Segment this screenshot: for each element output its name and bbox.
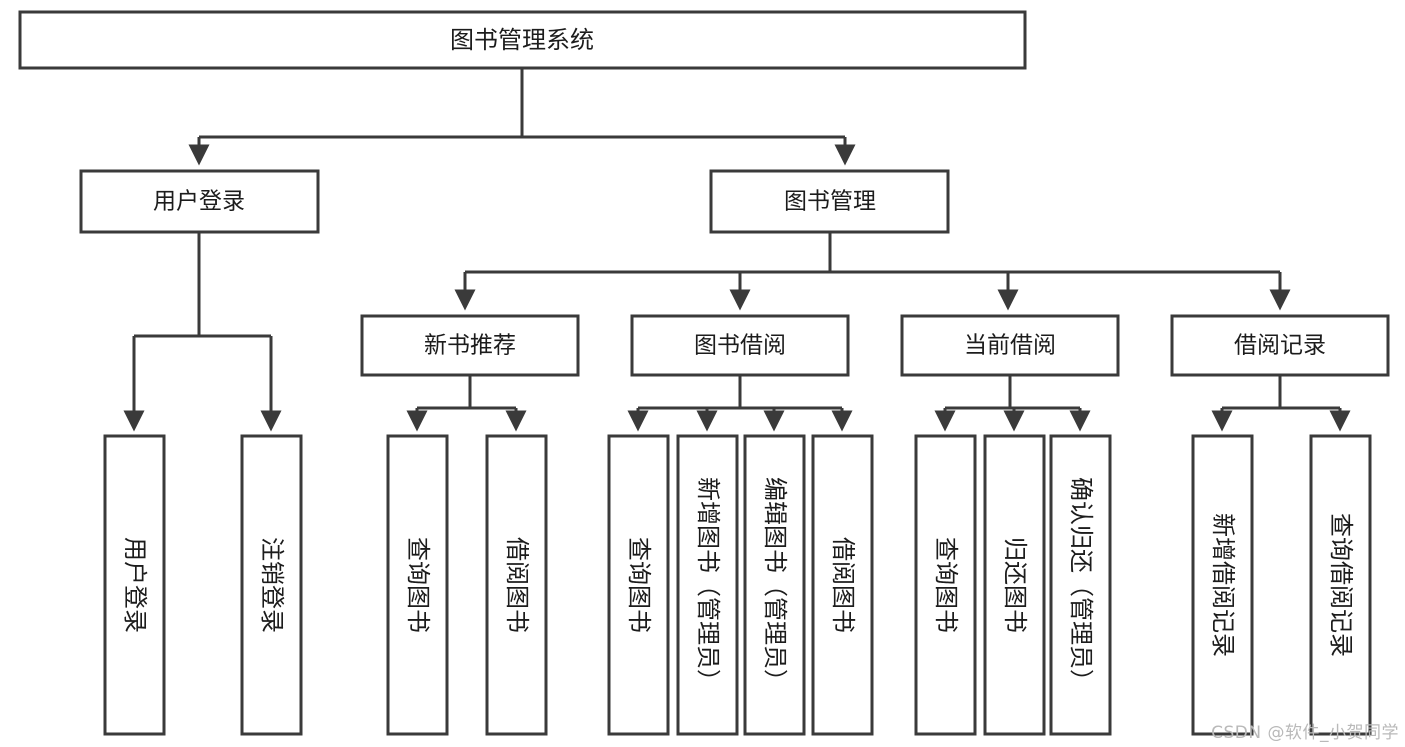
leaf-new-book-recommend-0-label: 查询图书: [404, 537, 432, 633]
node-book-borrow[interactable]: 图书借阅: [630, 314, 850, 377]
leaf-borrow-record-0[interactable]: 新增借阅记录: [1191, 434, 1254, 736]
leaf-current-borrow-2[interactable]: 确认归还（管理员）: [1049, 434, 1112, 736]
edges-user-login-to-leaves: [123, 232, 282, 432]
leaf-book-borrow-3-label: 借阅图书: [829, 537, 857, 633]
node-root-label: 图书管理系统: [450, 26, 594, 54]
edges-current-borrow-to-leaves: [934, 375, 1091, 432]
node-new-book-recommend[interactable]: 新书推荐: [360, 314, 580, 377]
leaf-current-borrow-0-label: 查询图书: [932, 537, 960, 633]
node-current-borrow-label: 当前借阅: [964, 333, 1056, 359]
leaf-current-borrow-1[interactable]: 归还图书: [983, 434, 1046, 736]
node-borrow-record-label: 借阅记录: [1234, 333, 1326, 359]
leaf-book-borrow-1[interactable]: 新增图书（管理员）: [676, 434, 739, 736]
leaf-user-login-1[interactable]: 注销登录: [240, 434, 303, 736]
edges-book-borrow-to-leaves: [627, 375, 853, 432]
leaf-user-login-1-label: 注销登录: [258, 537, 286, 633]
leaf-current-borrow-1-label: 归还图书: [1001, 537, 1029, 633]
node-book-borrow-label: 图书借阅: [694, 333, 786, 359]
node-borrow-record[interactable]: 借阅记录: [1170, 314, 1390, 377]
node-current-borrow[interactable]: 当前借阅: [900, 314, 1120, 377]
leaf-book-borrow-0-label: 查询图书: [625, 537, 653, 633]
edges-new-book-to-leaves: [406, 375, 527, 432]
leaf-book-borrow-3[interactable]: 借阅图书: [811, 434, 874, 736]
edges-book-mgmt-to-level3: [454, 232, 1291, 311]
leaf-borrow-record-1[interactable]: 查询借阅记录: [1309, 434, 1372, 736]
leaf-current-borrow-2-label: 确认归还（管理员）: [1067, 477, 1095, 693]
node-user-login[interactable]: 用户登录: [79, 169, 320, 234]
leaf-new-book-recommend-1-label: 借阅图书: [503, 537, 531, 633]
leaf-new-book-recommend-0[interactable]: 查询图书: [386, 434, 449, 736]
leaf-borrow-record-0-label: 新增借阅记录: [1209, 513, 1237, 657]
node-root[interactable]: 图书管理系统: [18, 10, 1027, 70]
csdn-watermark: CSDN @软件_小贺同学: [1211, 723, 1399, 743]
leaf-book-borrow-1-label: 新增图书（管理员）: [694, 477, 722, 693]
leaf-book-borrow-2[interactable]: 编辑图书（管理员）: [743, 434, 806, 736]
leaf-current-borrow-0[interactable]: 查询图书: [914, 434, 977, 736]
leaf-book-borrow-2-label: 编辑图书（管理员）: [761, 477, 789, 693]
leaf-borrow-record-1-label: 查询借阅记录: [1327, 513, 1355, 657]
node-new-book-recommend-label: 新书推荐: [424, 333, 516, 359]
node-book-management-label: 图书管理: [784, 189, 876, 215]
leaf-user-login-0-label: 用户登录: [121, 537, 149, 633]
leaf-new-book-recommend-1[interactable]: 借阅图书: [485, 434, 548, 736]
edges-root-to-level2: [188, 68, 856, 166]
leaf-user-login-0[interactable]: 用户登录: [103, 434, 166, 736]
node-book-management[interactable]: 图书管理: [709, 169, 950, 234]
leaf-book-borrow-0[interactable]: 查询图书: [607, 434, 670, 736]
edges-borrow-record-to-leaves: [1211, 375, 1351, 432]
node-user-login-label: 用户登录: [153, 189, 245, 215]
